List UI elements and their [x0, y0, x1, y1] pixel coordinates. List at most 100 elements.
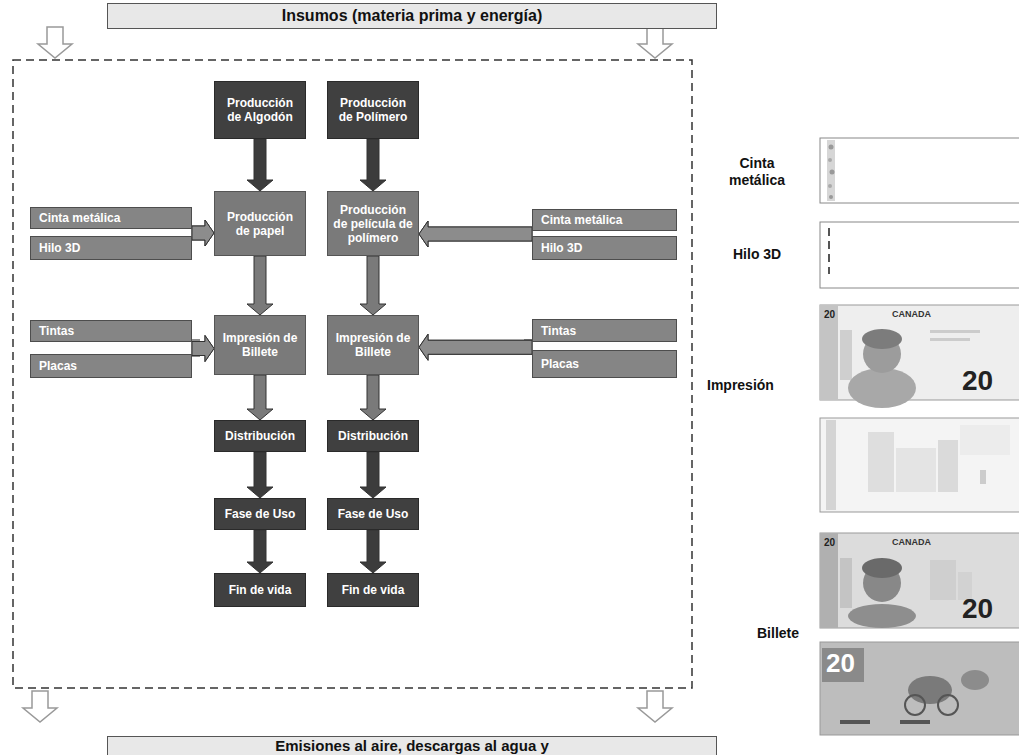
callout-label: 20: [824, 309, 835, 321]
callout-label: CANADA: [892, 309, 931, 320]
output-arrow: [23, 691, 57, 722]
node-text: Producción de película de polímero: [332, 203, 414, 245]
stage-box: Fin de vida: [327, 573, 419, 607]
node-text: Producción de Polímero: [332, 96, 414, 124]
flow-arrow: [360, 452, 386, 498]
node-text: Insumos (materia prima y energía): [282, 7, 543, 25]
banknote-illustration: [820, 533, 1019, 628]
arrow-shape: [192, 220, 214, 246]
material-box: Hilo 3D: [532, 236, 677, 260]
node-text: Producción de papel: [219, 210, 301, 238]
flow-arrow: [192, 220, 214, 246]
arrow-shape: [247, 375, 273, 420]
arrow-shape: [360, 452, 386, 498]
arrow-shape: [192, 336, 214, 362]
process-box: Impresión de Billete: [214, 315, 306, 375]
node-text: Fin de vida: [229, 583, 292, 597]
flow-arrow: [360, 256, 386, 315]
material-box: Placas: [532, 350, 677, 378]
banknote-print-illustration: [820, 418, 1019, 512]
arrow-shape: [419, 334, 532, 360]
arrow-shape: [247, 256, 273, 315]
flow-arrow: [192, 336, 214, 362]
metal-strip-illustration: [820, 138, 1019, 203]
arrow-shape: [360, 139, 386, 191]
arrow-shape: [247, 530, 273, 573]
material-box: Hilo 3D: [30, 236, 192, 260]
node-text: Cinta metálica: [541, 213, 622, 227]
callout-label: 20: [962, 364, 993, 398]
arrow-shape: [360, 375, 386, 420]
flow-arrow: [247, 256, 273, 315]
system-boundary: [13, 60, 692, 688]
process-box: Producción de papel: [214, 191, 306, 256]
callout-label: Billete: [757, 625, 799, 642]
material-box: Cinta metálica: [30, 207, 192, 229]
flow-arrow: [247, 452, 273, 498]
process-box: Impresión de Billete: [327, 315, 419, 375]
banknote-illustration: [820, 642, 1019, 735]
output-arrow: [638, 691, 672, 722]
node-text: Tintas: [541, 324, 576, 338]
arrow-shape: [419, 334, 532, 360]
node-text: Impresión de Billete: [219, 331, 301, 359]
arrow-shape: [360, 256, 386, 315]
material-box: Cinta metálica: [532, 209, 677, 231]
callout-label: 20: [826, 648, 855, 679]
thread-illustration: [820, 222, 1019, 288]
flow-arrow: [192, 336, 214, 362]
flow-arrow: [419, 221, 532, 247]
flow-arrow: [419, 221, 532, 247]
node-text: Placas: [541, 357, 579, 371]
node-text: Hilo 3D: [39, 241, 80, 255]
callout-label: Hilo 3D: [733, 246, 781, 263]
node-text: Tintas: [39, 324, 74, 338]
stage-box: Fase de Uso: [327, 498, 419, 530]
banknote-print-illustration: [820, 305, 1019, 408]
arrow-shape: [247, 139, 273, 191]
callout-label: Cinta metálica: [719, 155, 795, 189]
callout-label: 20: [824, 537, 835, 549]
callout-label: Impresión: [707, 377, 774, 394]
arrow-shape: [192, 220, 214, 246]
node-text: Fase de Uso: [225, 507, 296, 521]
arrow-shape: [192, 336, 214, 362]
flow-arrow: [247, 375, 273, 420]
node-text: Impresión de Billete: [332, 331, 414, 359]
flow-arrow: [247, 139, 273, 191]
material-box: Placas: [30, 354, 192, 378]
output-band: Emisiones al aire, descargas al agua y: [107, 736, 717, 755]
arrow-shape: [360, 530, 386, 573]
material-box: Tintas: [532, 319, 677, 342]
stage-box: Distribución: [327, 420, 419, 452]
node-text: Distribución: [225, 429, 295, 443]
flow-arrow: [192, 220, 214, 246]
process-box: Producción de película de polímero: [327, 191, 419, 256]
flow-arrow: [360, 375, 386, 420]
stage-box: Fase de Uso: [214, 498, 306, 530]
material-box: Tintas: [30, 320, 192, 342]
arrow-shape: [419, 221, 532, 247]
flow-arrow: [419, 334, 532, 360]
stage-box: Producción de Polímero: [327, 81, 419, 139]
arrow-shape: [419, 221, 532, 247]
node-text: Hilo 3D: [541, 241, 582, 255]
input-band: Insumos (materia prima y energía): [107, 3, 717, 29]
input-arrow: [638, 27, 672, 58]
node-text: Placas: [39, 359, 77, 373]
flow-arrow: [360, 139, 386, 191]
stage-box: Distribución: [214, 420, 306, 452]
node-text: Emisiones al aire, descargas al agua y: [275, 738, 548, 754]
callout-label: CANADA: [892, 537, 931, 548]
stage-box: Producción de Algodón: [214, 81, 306, 139]
flow-arrow: [360, 530, 386, 573]
input-arrow: [38, 27, 72, 58]
node-text: Distribución: [338, 429, 408, 443]
callout-label: 20: [962, 592, 993, 626]
node-text: Fin de vida: [342, 583, 405, 597]
node-text: Cinta metálica: [39, 211, 120, 225]
flow-arrow: [419, 334, 532, 360]
node-text: Producción de Algodón: [219, 96, 301, 124]
flow-arrow: [247, 530, 273, 573]
